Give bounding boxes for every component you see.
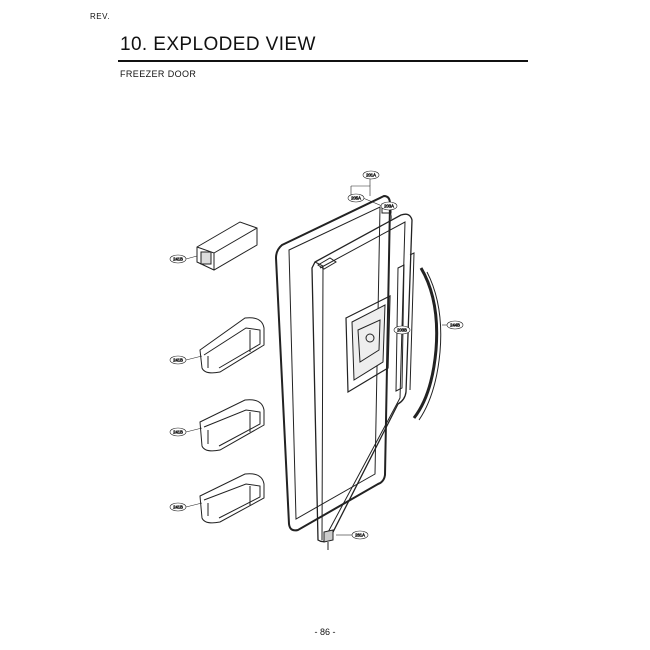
title-rule	[118, 60, 528, 62]
cover-bin	[196, 221, 258, 271]
callout-203a-label: 203A	[384, 204, 394, 209]
callout-244b: 244B	[446, 320, 464, 330]
callout-241b-1-label: 241B	[173, 257, 183, 262]
callout-244b-label: 244B	[450, 323, 460, 328]
door-basket-1	[199, 317, 265, 374]
door-basket-2	[199, 399, 265, 452]
callout-241b-2-label: 241B	[173, 358, 183, 363]
page-title: 10. EXPLODED VIEW	[120, 34, 316, 55]
callout-203b-label: 203B	[397, 328, 407, 333]
callout-201a-label: 201A	[366, 173, 376, 178]
bottom-hinge-part	[323, 529, 334, 550]
callout-241b-3-label: 241B	[173, 430, 183, 435]
callout-203b: 203B	[393, 325, 411, 335]
section-subtitle: FREEZER DOOR	[120, 69, 197, 79]
callout-205a-label: 205A	[351, 196, 361, 201]
callout-241b-3: 241B	[169, 427, 187, 437]
callout-281a: 281A	[351, 530, 369, 540]
page-number: - 86 -	[314, 627, 336, 637]
callout-241b-2: 241B	[169, 355, 187, 365]
callout-203a: 203A	[380, 201, 398, 211]
door-basket-3	[199, 473, 265, 524]
callout-241b-4-label: 241B	[173, 505, 183, 510]
freezer-door-panel	[311, 213, 415, 543]
revision-mark: REV.	[90, 12, 110, 21]
callout-241b-4: 241B	[169, 502, 187, 512]
callout-205a: 205A	[347, 193, 365, 203]
door-gasket	[274, 194, 392, 532]
callout-281a-label: 281A	[355, 533, 365, 538]
callout-241b-1: 241B	[169, 254, 187, 264]
callout-201a: 201A	[362, 170, 380, 180]
door-handle	[412, 267, 442, 421]
